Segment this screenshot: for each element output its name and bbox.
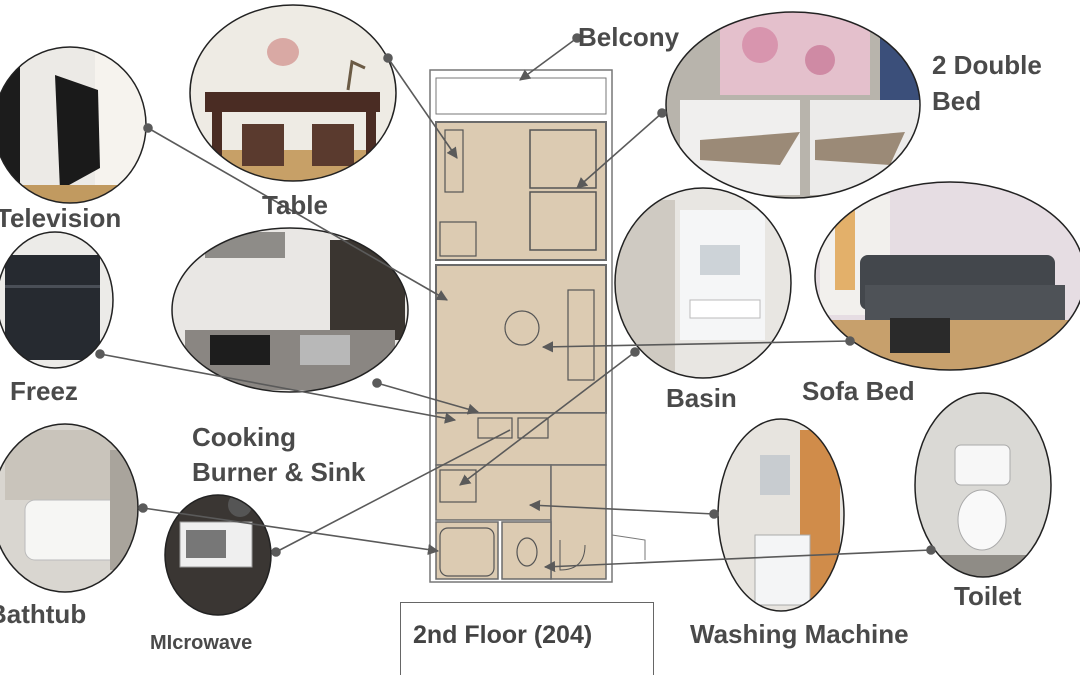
bed-symbol [529,129,597,189]
basin-connector [459,351,636,486]
label-bathtub: Bathtub [0,599,87,629]
bed-symbol [529,191,597,251]
bedroom-area [435,121,607,261]
washing-machine-photo [718,419,844,611]
connector-dot [143,123,153,133]
bathtub-connector [142,507,440,556]
connector-dot [383,53,393,63]
double-bed-photo-frame [665,11,921,199]
label-cooking-line2: Burner & Sink [192,457,366,487]
label-freez: Freez [10,376,78,406]
label-basin: Basin [666,383,737,413]
connector-dot [657,108,667,118]
living-area [435,264,607,414]
connector-dot [138,503,148,513]
double-bed-photo [666,12,920,198]
television-photo [0,47,146,203]
label-television: Television [0,203,122,233]
label-double-bed-line2: Bed [932,86,982,116]
toilet-photo [915,393,1051,577]
connector-dot [926,545,936,555]
connectors [95,33,936,573]
label-cooking-line1: Cooking [192,422,296,452]
belcony-connector [519,37,578,81]
table-photo [190,5,396,181]
floor-plan [429,69,646,583]
kitchen-photo [172,228,408,392]
television-connector [147,127,448,301]
desk-symbol [444,129,464,193]
connector-dot [845,336,855,346]
door-symbol [611,534,646,560]
microwave-photo [165,495,271,615]
entrance-area [550,464,607,580]
freezer-photo [0,232,113,368]
round-table-symbol [504,310,540,346]
label-table: Table [262,190,328,220]
connector-dot [630,347,640,357]
sofa-symbol [567,289,595,381]
sofa-bed-photo [815,182,1080,370]
label-toilet: Toilet [954,581,1022,611]
sofa-bed-connector [541,340,851,353]
bath-area [435,521,499,580]
label-sofa-bed: Sofa Bed [802,376,915,406]
toilet-photo-frame [914,392,1052,578]
table-connector [387,57,458,159]
connector-dot [572,33,582,43]
sofa-bed-photo-frame [814,181,1080,371]
double-bed-connector [576,112,663,189]
freez-connector [99,353,457,424]
table-photo-frame [189,4,397,182]
floor-caption-box: 2nd Floor (204) [400,602,654,675]
basin-symbol [439,469,477,503]
label-microwave: MIcrowave [150,632,253,654]
basin-photo-frame [614,187,792,379]
cooking-connector [376,382,480,415]
toilet-area [501,521,552,580]
microwave-photo-frame [164,494,272,616]
kitchen-photo-frame [171,227,409,393]
microwave-connector [275,429,511,553]
connector-dot [372,378,382,388]
label-double-bed-line1: 2 Double [932,50,1042,80]
bathtub-photo [0,424,138,592]
bathtub-symbol [439,527,495,577]
connector-dot [95,349,105,359]
toilet-symbol [516,537,538,567]
bathtub-photo-frame [0,423,139,593]
connector-dot [271,547,281,557]
basin-photo [615,188,791,378]
floor-caption: 2nd Floor (204) [413,621,593,649]
label-belcony: Belcony [578,22,680,52]
connector-dot [709,509,719,519]
sink-symbol [517,417,549,439]
toilet-connector [543,549,932,573]
label-washing-machine: Washing Machine [690,619,909,649]
closet-symbol [439,221,477,257]
washroom-area [435,464,552,521]
washing-machine-connector [528,499,715,515]
freezer-photo-frame [0,231,114,369]
balcony-area [435,77,607,115]
